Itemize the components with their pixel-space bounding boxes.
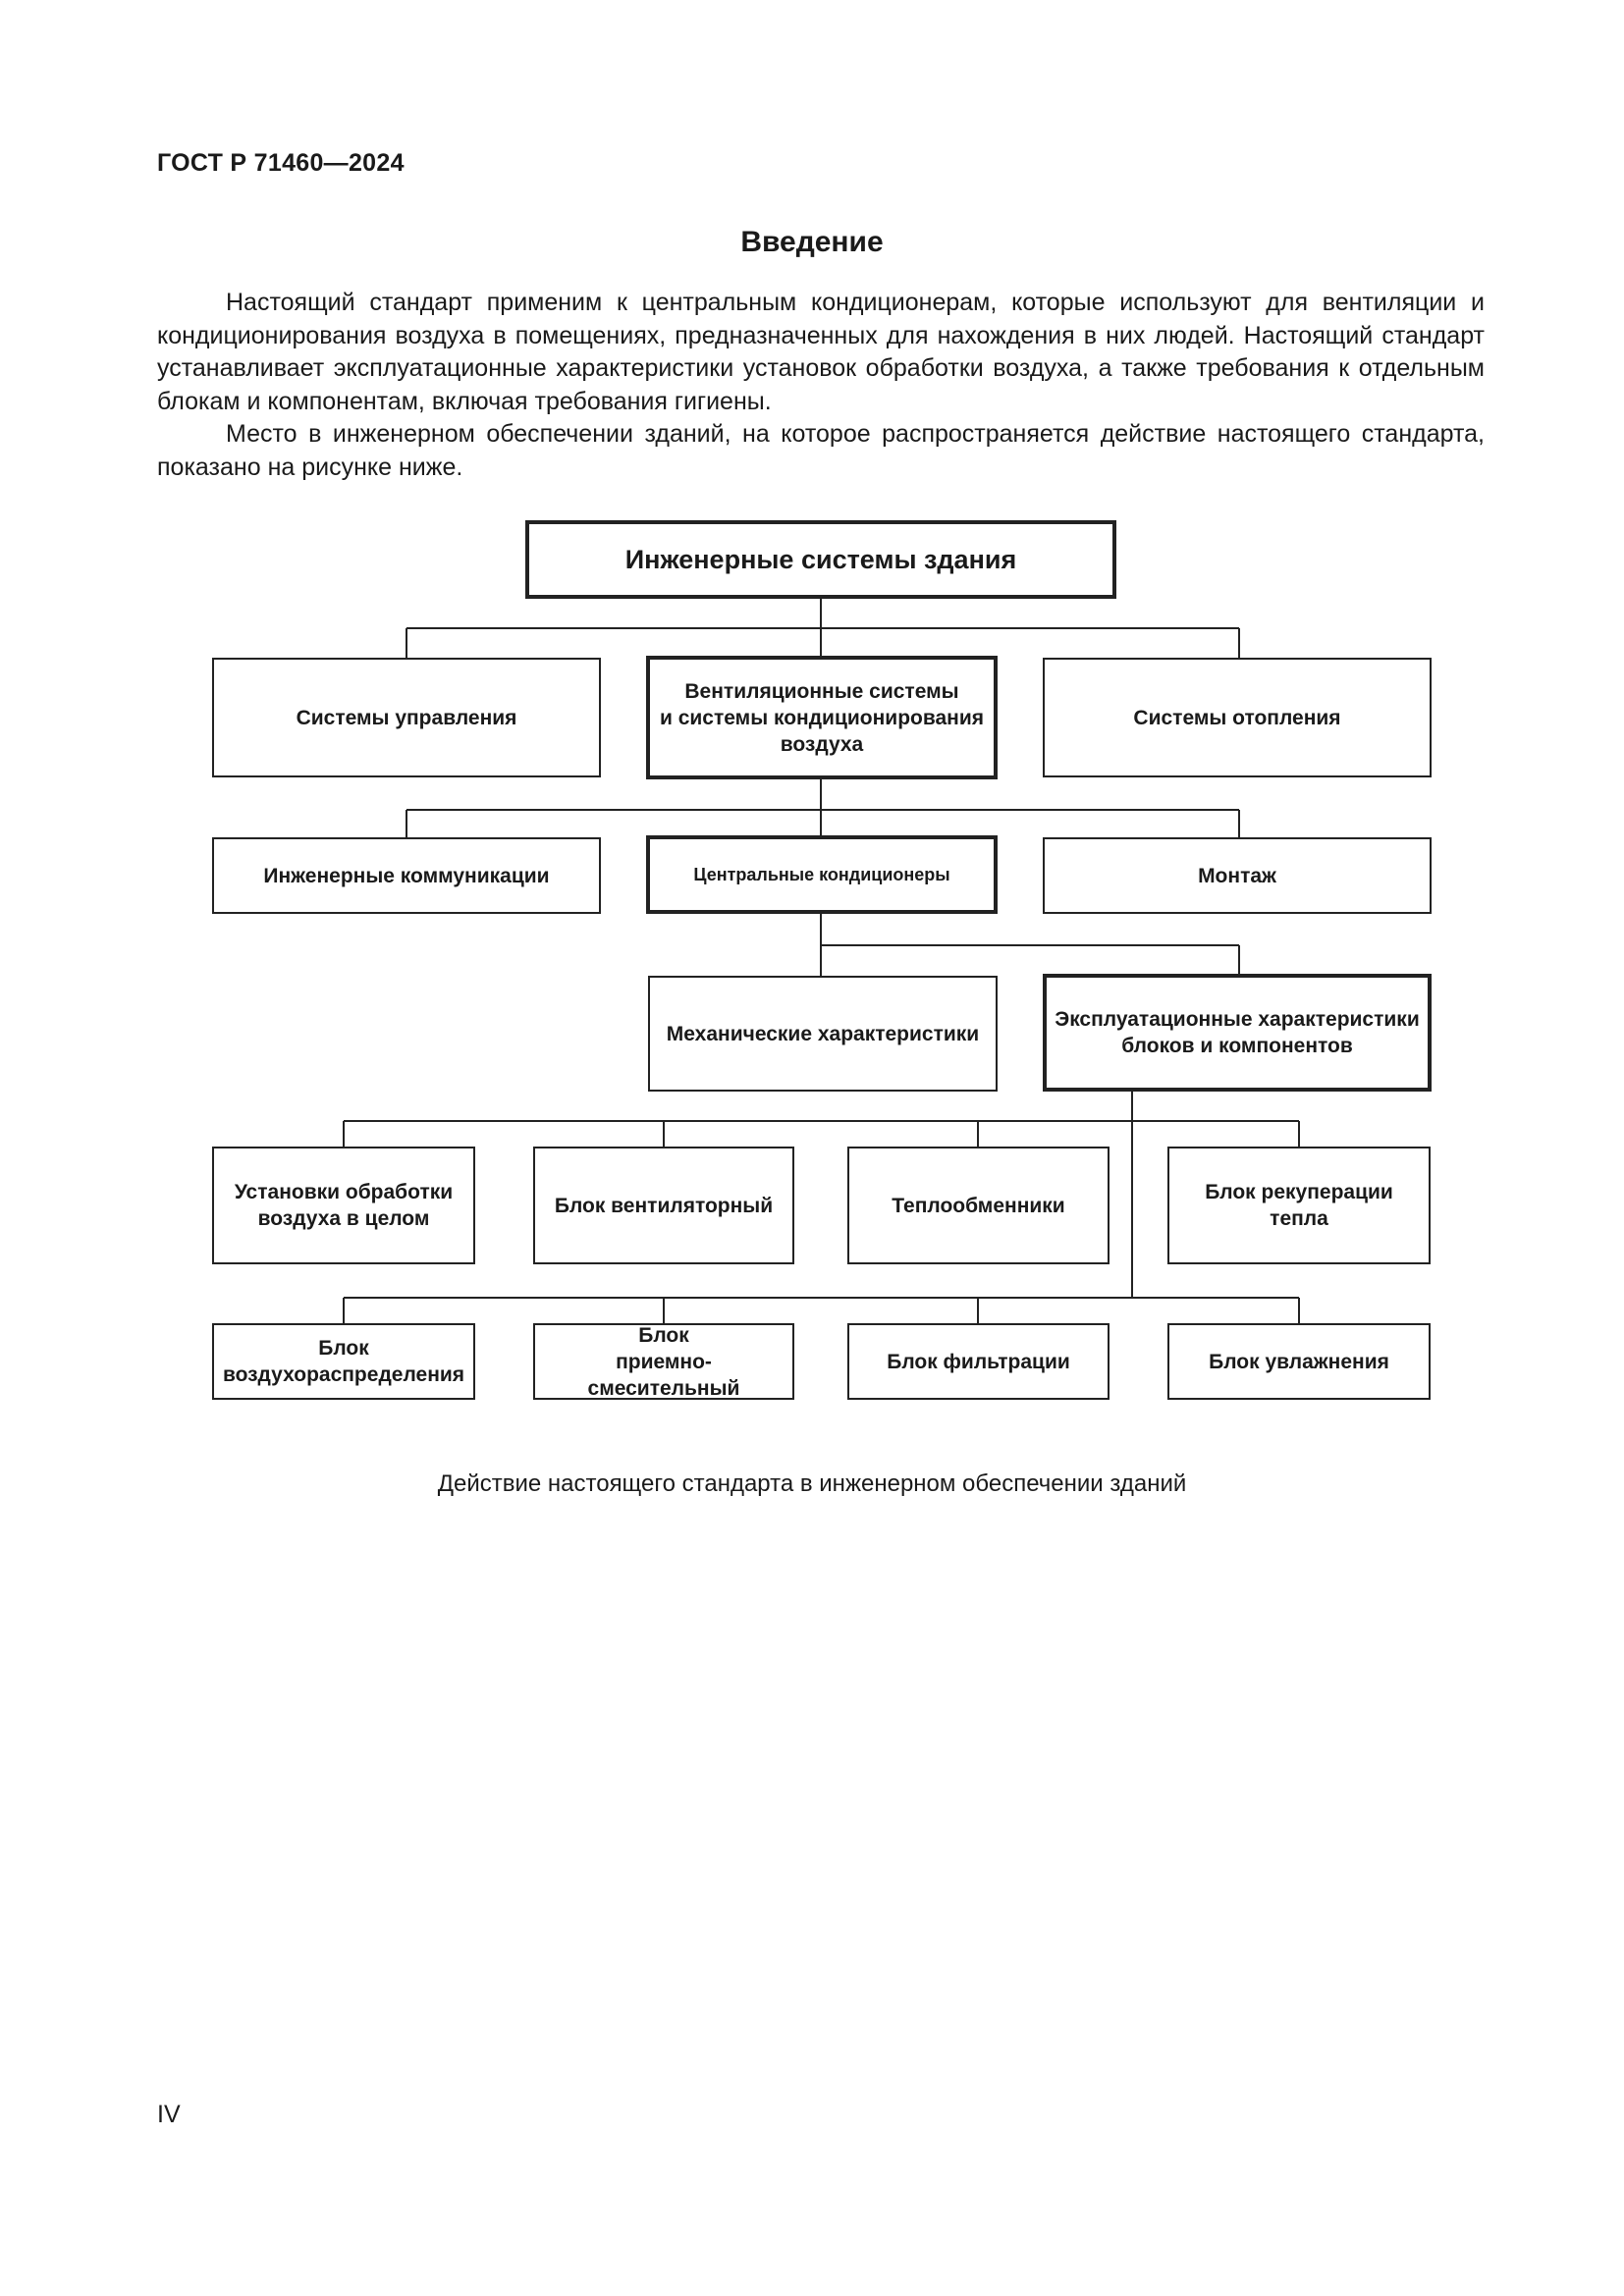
node-label: Теплообменники bbox=[892, 1194, 1065, 1217]
node-label: Эксплуатационные характеристики блоков и… bbox=[1055, 1008, 1420, 1057]
document-code: ГОСТ Р 71460—2024 bbox=[157, 149, 405, 177]
node-label: Блок воздухораспределения bbox=[222, 1337, 465, 1386]
node-label: Блок вентиляторный bbox=[554, 1194, 774, 1217]
node-utilities: Инженерные коммуникации bbox=[212, 837, 601, 914]
node-air-distribution-section: Блок воздухораспределения bbox=[212, 1323, 475, 1400]
node-label: Механические характеристики bbox=[666, 1022, 980, 1045]
node-label: Блок увлажнения bbox=[1209, 1350, 1389, 1373]
node-building-systems: Инженерные системы здания bbox=[525, 520, 1116, 599]
node-label: Монтаж bbox=[1198, 864, 1276, 887]
node-mechanical-characteristics: Механические характеристики bbox=[648, 976, 998, 1092]
node-filter-section: Блок фильтрации bbox=[847, 1323, 1110, 1400]
node-fan-section: Блок вентиляторный bbox=[533, 1147, 794, 1264]
node-label: Блок фильтрации bbox=[887, 1350, 1070, 1373]
node-label: Инженерные системы здания bbox=[624, 544, 1017, 574]
intro-paragraph-2: Место в инженерном обеспечении зданий, н… bbox=[157, 420, 1485, 481]
node-label: Инженерные коммуникации bbox=[263, 864, 550, 887]
node-label: Центральные кондиционеры bbox=[693, 864, 950, 884]
node-heating-systems: Системы отопления bbox=[1043, 658, 1432, 777]
node-heat-exchangers: Теплообменники bbox=[847, 1147, 1110, 1264]
node-air-handling-units: Установки обработки воздуха в целом bbox=[212, 1147, 475, 1264]
page-number: IV bbox=[157, 2101, 181, 2128]
diagram-connectors bbox=[343, 597, 1300, 1325]
intro-text: Настоящий стандарт применим к центральны… bbox=[157, 287, 1485, 484]
node-label: Блок рекуперации тепла bbox=[1205, 1181, 1393, 1230]
node-ventilation-systems: Вентиляционные системы и системы кондици… bbox=[646, 656, 998, 779]
node-control-systems: Системы управления bbox=[212, 658, 601, 777]
node-mixing-section: Блок приемно-смесительный bbox=[533, 1323, 794, 1400]
node-operational-characteristics: Эксплуатационные характеристики блоков и… bbox=[1043, 974, 1432, 1092]
node-label: Системы отопления bbox=[1133, 706, 1341, 729]
intro-paragraph-1: Настоящий стандарт применим к центральны… bbox=[157, 289, 1485, 415]
node-label: Блок приемно-смесительный bbox=[587, 1323, 740, 1400]
node-label: Установки обработки воздуха в целом bbox=[234, 1181, 454, 1230]
node-heat-recovery-section: Блок рекуперации тепла bbox=[1167, 1147, 1431, 1264]
node-installation: Монтаж bbox=[1043, 837, 1432, 914]
section-title: Введение bbox=[740, 226, 884, 258]
node-central-air-conditioners: Центральные кондиционеры bbox=[646, 835, 998, 914]
node-label: Системы управления bbox=[296, 706, 517, 729]
node-label: Вентиляционные системы и системы кондици… bbox=[659, 679, 985, 756]
figure-caption: Действие настоящего стандарта в инженерн… bbox=[437, 1470, 1187, 1497]
node-humidifier-section: Блок увлажнения bbox=[1167, 1323, 1431, 1400]
